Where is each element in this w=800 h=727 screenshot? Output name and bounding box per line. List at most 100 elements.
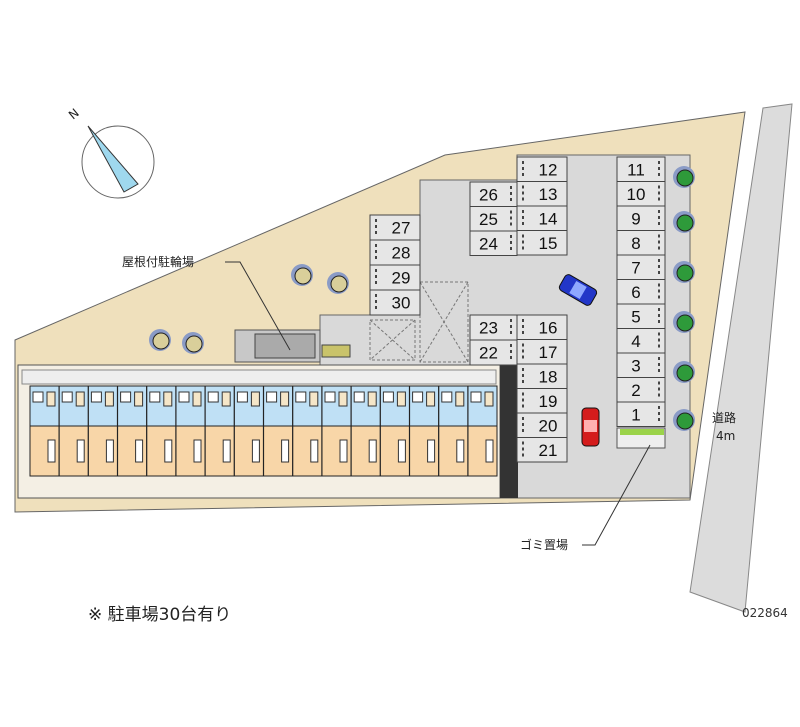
parking-space: 18 xyxy=(516,363,568,389)
parking-space-number: 28 xyxy=(392,244,411,263)
tree-icon xyxy=(149,329,171,351)
apartment-unit xyxy=(321,385,352,477)
garbage-label: ゴミ置場 xyxy=(520,537,568,552)
parking-space: 28 xyxy=(369,239,421,266)
road xyxy=(689,103,793,613)
parking-space-number: 12 xyxy=(539,160,558,179)
parking-space-number: 4 xyxy=(631,332,640,351)
parking-space-number: 14 xyxy=(539,209,558,228)
garbage-leader-line xyxy=(582,444,651,546)
apartment-unit xyxy=(29,385,60,477)
tree-icon xyxy=(673,311,695,333)
parking-space-number: 22 xyxy=(479,344,498,363)
parking-space: 20 xyxy=(516,412,568,438)
parking-space: 19 xyxy=(516,388,568,414)
parking-space-number: 15 xyxy=(539,234,558,253)
north-label: N xyxy=(66,106,82,122)
parking-space-number: 24 xyxy=(479,234,498,253)
stairs xyxy=(500,365,518,498)
parking-space-number: 1 xyxy=(631,405,640,424)
tree-icon xyxy=(673,166,695,188)
apartment-unit xyxy=(467,385,498,477)
apartment-unit xyxy=(409,385,440,477)
parking-space: 10 xyxy=(616,181,666,207)
parking-space: 14 xyxy=(516,205,568,231)
parking-space-number: 25 xyxy=(479,210,498,229)
apartment-unit xyxy=(204,385,235,477)
parking-space: 9 xyxy=(616,205,666,231)
parking-space-number: 8 xyxy=(631,234,640,253)
parking-space: 26 xyxy=(469,181,518,207)
red-car xyxy=(581,407,600,447)
tree-icon xyxy=(673,211,695,233)
parking-space: 16 xyxy=(516,314,568,340)
road-width-label: 4m xyxy=(716,429,735,443)
tree-icon xyxy=(673,261,695,283)
parking-space: 25 xyxy=(469,206,518,232)
road-label: 道路 xyxy=(712,410,736,425)
parking-space: 3 xyxy=(616,352,666,378)
parking-space-number: 30 xyxy=(392,294,411,313)
parking-space: 12 xyxy=(516,156,568,182)
parking-space: 27 xyxy=(369,214,421,241)
hatched-areas xyxy=(369,281,469,363)
apartment-unit xyxy=(117,385,148,477)
parking-space-number: 16 xyxy=(539,318,558,337)
tree-icon xyxy=(673,409,695,431)
bikes xyxy=(321,344,351,358)
parking-space-number: 5 xyxy=(631,307,640,326)
parking-space: 4 xyxy=(616,328,666,354)
property-code: 022864 xyxy=(742,606,788,620)
parking-space-number: 21 xyxy=(539,441,558,460)
parking-space: 22 xyxy=(469,339,518,366)
parking-space: 13 xyxy=(516,181,568,207)
parking-space-number: 20 xyxy=(539,416,558,435)
parking-space-number: 10 xyxy=(627,185,646,204)
parking-space: 11 xyxy=(616,156,666,182)
parking-space: 1 xyxy=(616,401,666,427)
parking-space: 7 xyxy=(616,254,666,280)
tree-icon xyxy=(182,332,204,354)
parking-space: 17 xyxy=(516,339,568,365)
parking-space-number: 23 xyxy=(479,319,498,338)
parking-space-number: 29 xyxy=(392,269,411,288)
parking-space: 29 xyxy=(369,264,421,291)
parking-space: 30 xyxy=(369,289,421,316)
apartment-unit xyxy=(233,385,264,477)
compass-icon: N xyxy=(66,106,155,199)
bike-roof xyxy=(254,333,316,359)
apartment-unit xyxy=(292,385,323,477)
parking-space: 23 xyxy=(469,314,518,341)
tree-icon xyxy=(291,264,313,286)
tree-icon xyxy=(327,272,349,294)
parking-space-number: 13 xyxy=(539,185,558,204)
bike-leader-line xyxy=(225,261,291,351)
apartment-unit xyxy=(87,385,118,477)
apartment-unit xyxy=(350,385,381,477)
blue-car xyxy=(558,274,598,306)
parking-space-number: 19 xyxy=(539,392,558,411)
parking-space: 2 xyxy=(616,377,666,403)
parking-space-number: 26 xyxy=(479,185,498,204)
apartment-unit xyxy=(58,385,89,477)
apartment-unit xyxy=(438,385,469,477)
parking-space: 8 xyxy=(616,230,666,256)
parking-space: 21 xyxy=(516,437,568,463)
apartment-unit xyxy=(379,385,410,477)
parking-space-number: 2 xyxy=(631,381,640,400)
parking-note: ※ 駐車場30台有り xyxy=(88,605,231,625)
covered-bike-parking-label: 屋根付駐輪場 xyxy=(122,254,194,269)
apartment-unit xyxy=(175,385,206,477)
parking-space-number: 3 xyxy=(631,356,640,375)
parking-space-number: 27 xyxy=(392,219,411,238)
apartment-unit xyxy=(146,385,177,477)
parking-space: 15 xyxy=(516,230,568,256)
parking-space-number: 11 xyxy=(627,160,645,179)
parking-space: 6 xyxy=(616,279,666,305)
apartment-building xyxy=(17,364,518,499)
parking-space: 5 xyxy=(616,303,666,329)
parking-space: 24 xyxy=(469,230,518,256)
parking-space-number: 9 xyxy=(631,209,640,228)
